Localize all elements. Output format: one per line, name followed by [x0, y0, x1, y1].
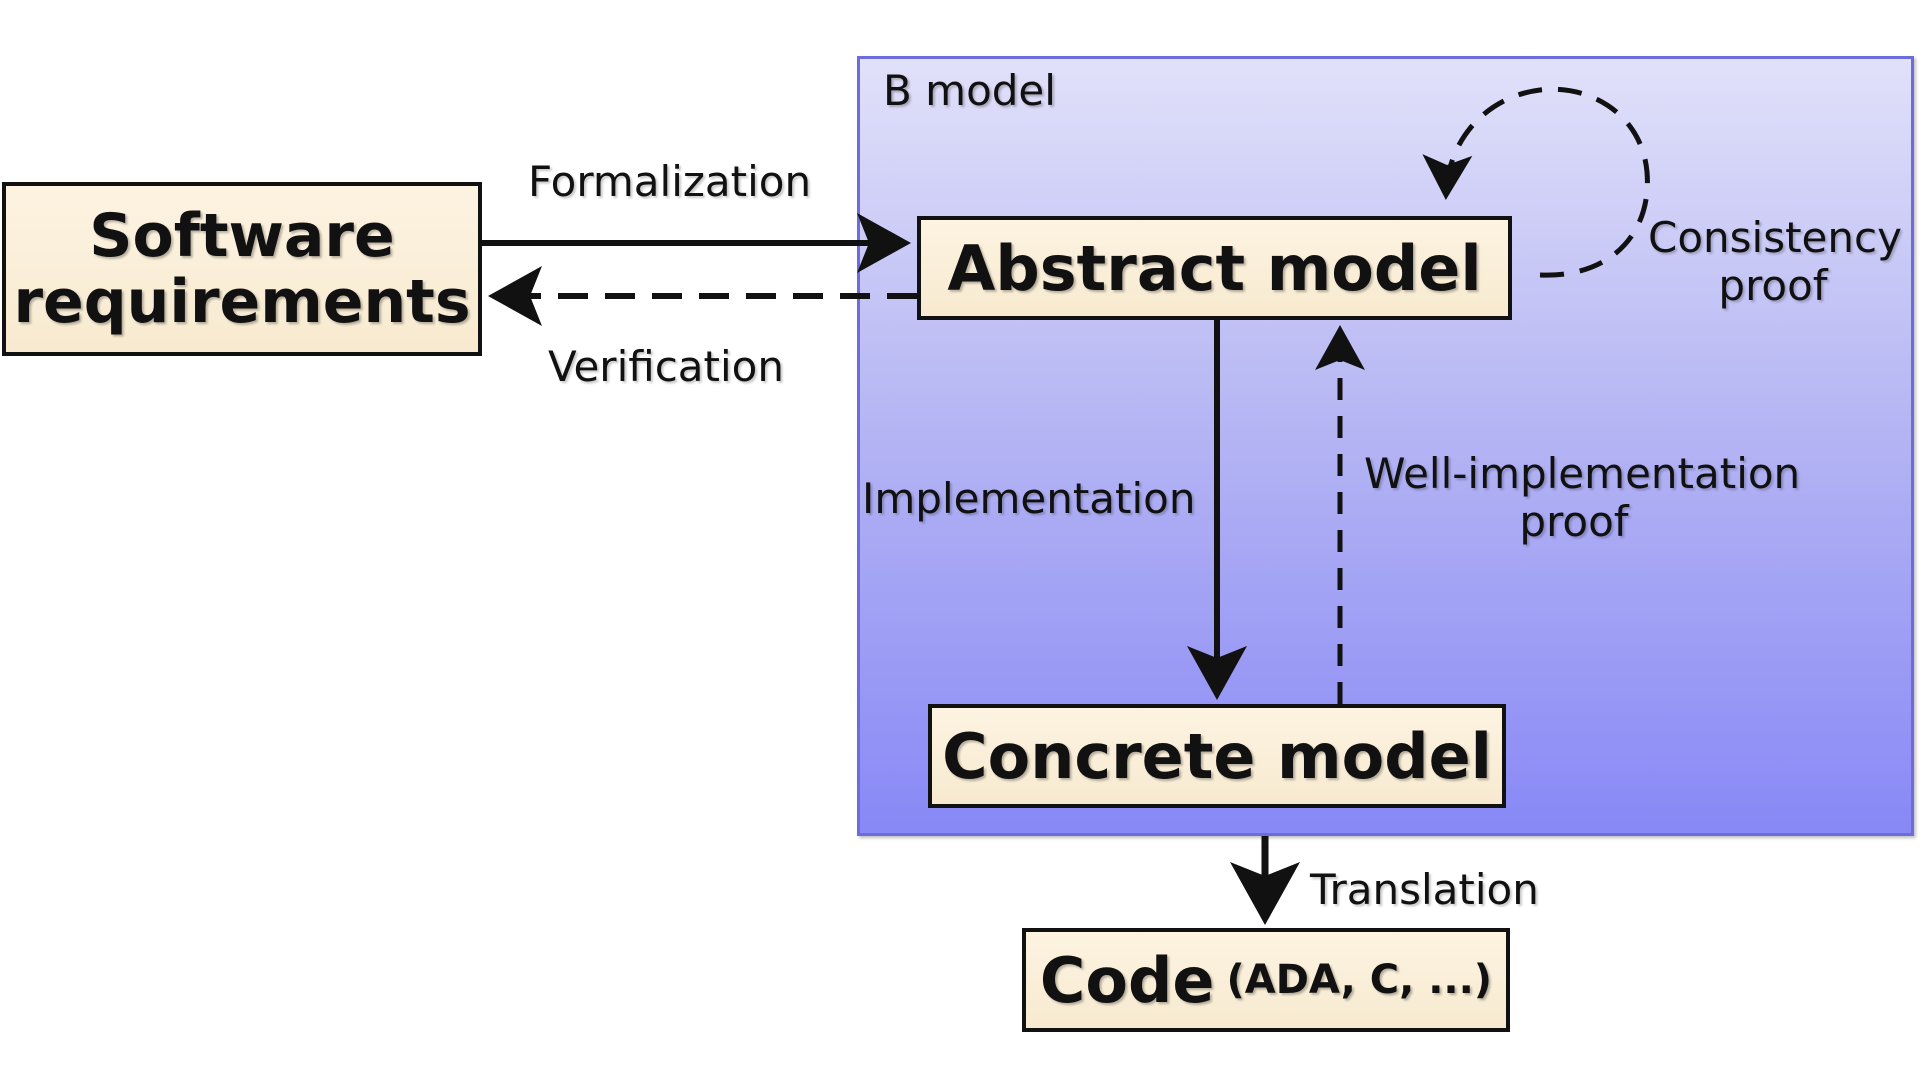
software-requirements-box: Software requirements: [2, 182, 482, 356]
abstract-model-box: Abstract model: [917, 216, 1512, 320]
consistency-loop-arrow: [1422, 86, 1650, 278]
formalization-label: Formalization: [528, 157, 812, 206]
translation-label: Translation: [1310, 865, 1539, 914]
b-model-title: B model: [883, 66, 1056, 115]
well-implementation-line2: proof: [1519, 497, 1629, 546]
concrete-model-box: Concrete model: [928, 704, 1506, 808]
consistency-line1: Consistency: [1648, 213, 1902, 262]
consistency-line2: proof: [1718, 261, 1828, 310]
well-implementation-proof-label: Well-implementation proof: [1364, 449, 1801, 546]
verification-label: Verification: [548, 342, 784, 391]
abstract-model-label: Abstract model: [947, 231, 1482, 305]
concrete-model-label: Concrete model: [942, 719, 1492, 793]
code-languages-label: (ADA, C, ...): [1226, 957, 1493, 1003]
code-label: Code: [1039, 943, 1215, 1017]
software-requirements-line1: Software: [89, 201, 395, 271]
implementation-label: Implementation: [862, 474, 1196, 523]
consistency-proof-label: Consistency proof: [1648, 213, 1902, 310]
software-requirements-line2: requirements: [13, 267, 471, 337]
well-implementation-line1: Well-implementation: [1364, 449, 1801, 498]
code-box: Code (ADA, C, ...): [1022, 928, 1510, 1032]
